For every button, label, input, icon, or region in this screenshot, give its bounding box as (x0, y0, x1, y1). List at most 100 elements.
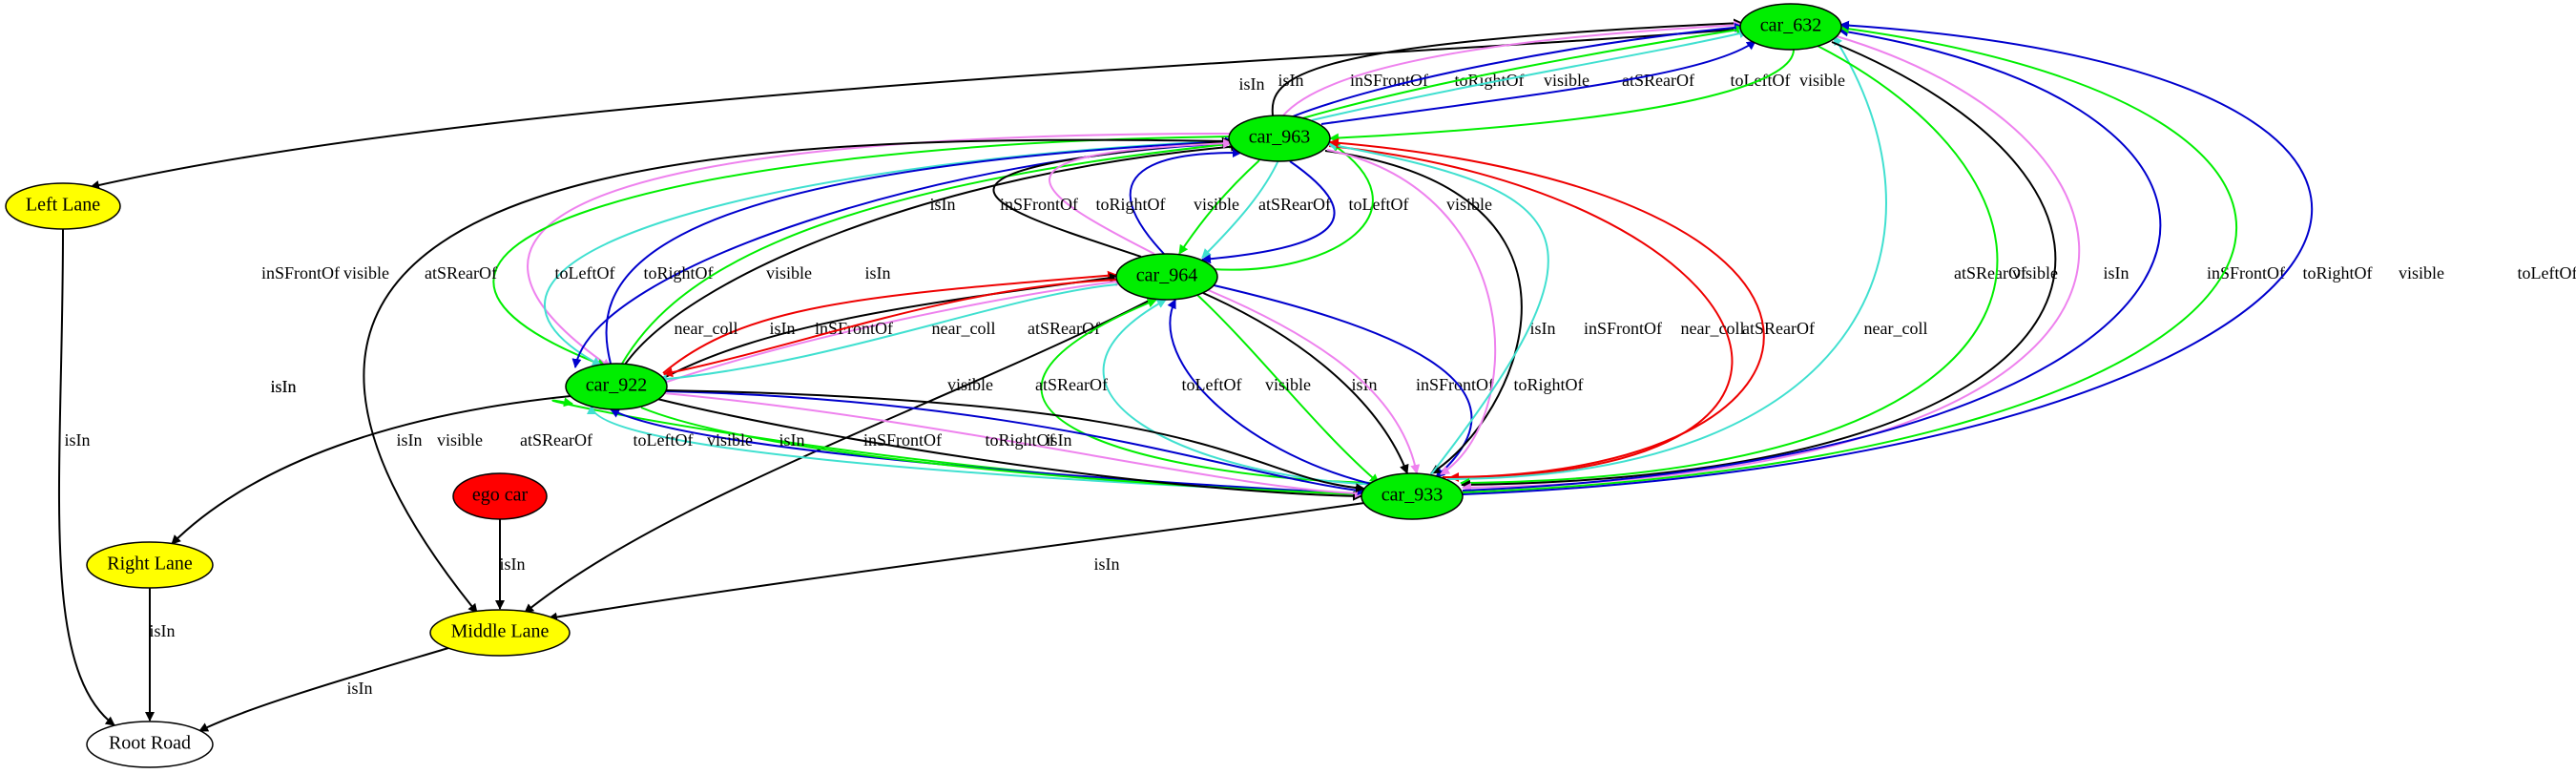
edge-line (1329, 49, 1795, 143)
edge-line (621, 138, 1238, 365)
edge-line (657, 283, 1118, 385)
node-shape (5, 182, 121, 230)
edge-label: atSRearOf (520, 430, 592, 450)
edge-car_922-car_964-near_coll: near_coll (662, 270, 1117, 374)
edge-label: atSRearOf (425, 263, 497, 282)
edge-label: isIn (1530, 319, 1556, 338)
edge-middle_lane-root_road-isIn: isIn (198, 647, 449, 732)
edge-line (1196, 294, 1380, 484)
edge-label: isIn (397, 430, 423, 450)
edge-line (1461, 41, 2057, 490)
edge-label: visible (1194, 195, 1239, 214)
edge-label: atSRearOf (1622, 71, 1694, 90)
edge-line (548, 502, 1365, 622)
edge-label: atSRearOf (1035, 375, 1108, 394)
node-car-933: car_933 (1361, 472, 1464, 520)
edge-car_963-car_964-toLeftOf: toLeftOf (1201, 160, 1409, 264)
edge-car_632-car_933-isIn: isIn (1461, 41, 2129, 490)
edge-label: near_coll (932, 319, 996, 338)
node-label: car_964 (1136, 265, 1197, 286)
edge-car_922-car_933-isIn: isIn (656, 398, 1362, 501)
edge-car_964-middle_lane-isIn: isIn (271, 297, 1155, 614)
edge-label: isIn (1047, 430, 1072, 450)
edge-label: isIn (770, 319, 796, 338)
edge-line (524, 297, 1155, 614)
edge-label: near_coll (1681, 319, 1745, 338)
edge-line (1462, 27, 2162, 492)
edge-car_963-car_632-inSFrontOf: inSFrontOf (1282, 20, 1743, 116)
edge-line (656, 398, 1362, 501)
edge-label: atSRearOf (1954, 263, 2026, 282)
edge-car_933-car_964-visible: visible (947, 298, 1375, 484)
edge-label: inSFrontOf (1350, 71, 1428, 90)
edge-car_632-car_933-visible: visible (1460, 45, 2058, 488)
edge-line (1201, 160, 1336, 264)
edge-line (1129, 148, 1242, 255)
node-label: Root Road (109, 733, 191, 754)
edge-car_963-car_922-visible: visible (343, 136, 1236, 368)
edge-label: isIn (779, 430, 805, 450)
node-label: car_933 (1381, 485, 1443, 506)
edge-label: toRightOf (1454, 71, 1524, 90)
edge-label: visible (766, 263, 812, 282)
edge-line (665, 390, 1367, 495)
edge-car_933-car_963-near_coll: near_coll (1329, 137, 1927, 478)
edge-line (605, 136, 1235, 365)
edge-line (1462, 24, 2237, 493)
node-middle-lane: Middle Lane (429, 609, 571, 657)
edge-car_964-car_933-inSFrontOf: inSFrontOf (1205, 288, 1494, 474)
edge-line (171, 388, 667, 545)
edge-line (1167, 299, 1384, 488)
edge-line (1301, 25, 1746, 119)
edge-line (1462, 35, 2081, 492)
edge-car_963-car_632-visible: visible (1301, 25, 1746, 119)
edge-label: toRightOf (2302, 263, 2372, 282)
edge-car_933-car_963-atSRearOf: atSRearOf (1327, 140, 1815, 475)
node-shape (1739, 3, 1842, 51)
edge-label: isIn (347, 679, 373, 698)
edge-label: toLeftOf (1349, 195, 1409, 214)
edge-car_922-car_963-visible: visible (621, 138, 1238, 365)
edge-line (1205, 288, 1421, 474)
edge-line (663, 277, 1125, 384)
edge-car_933-car_632-visible: visible (1462, 24, 2444, 493)
edge-label: visible (947, 375, 993, 394)
edge-line (1202, 292, 1409, 474)
node-label: Middle Lane (451, 621, 550, 642)
edge-label: inSFrontOf (2207, 263, 2285, 282)
edge-car_964-car_963-toRightOf: toRightOf (1095, 148, 1242, 255)
edge-label: atSRearOf (1742, 319, 1815, 338)
edge-right_lane-root_road-isIn: isIn (145, 588, 176, 722)
edge-label: inSFrontOf (863, 430, 942, 450)
edge-line (1271, 18, 1743, 116)
node-shape (452, 472, 548, 520)
node-shape (1228, 115, 1331, 162)
edge-label: toLeftOf (1182, 375, 1242, 394)
edge-car_963-middle_lane-isIn: isIn (271, 138, 1231, 614)
edge-label: isIn (1239, 74, 1265, 94)
edge-line (1282, 20, 1743, 116)
edge-line (1460, 45, 1999, 488)
edge-line (1292, 22, 1744, 117)
edge-label: inSFrontOf (1000, 195, 1078, 214)
edge-label: isIn (271, 377, 297, 396)
edge-car_922-car_963-toRightOf: toRightOf (605, 136, 1235, 365)
edge-car_922-car_933-inSFrontOf: inSFrontOf (663, 392, 1364, 498)
edge-car_963-car_632-atSRearOf: atSRearOf (1311, 29, 1749, 121)
edge-label: isIn (930, 195, 956, 214)
edge-line (1446, 35, 1887, 480)
edge-car_632-left_lane-isIn: isIn (90, 28, 1745, 190)
edge-label: isIn (65, 430, 91, 450)
node-label: Right Lane (107, 554, 193, 575)
edge-label: toRightOf (643, 263, 713, 282)
edge-car_964-car_933-visible: visible (1196, 294, 1380, 484)
edge-car_922-right_lane-isIn: isIn (171, 388, 667, 545)
node-label: car_963 (1249, 127, 1310, 148)
edge-car_933-middle_lane-isIn: isIn (548, 502, 1365, 622)
edge-label: visible (2399, 263, 2444, 282)
edge-line (624, 141, 1240, 366)
edge-line (527, 133, 1234, 368)
edge-line (1311, 29, 1749, 121)
